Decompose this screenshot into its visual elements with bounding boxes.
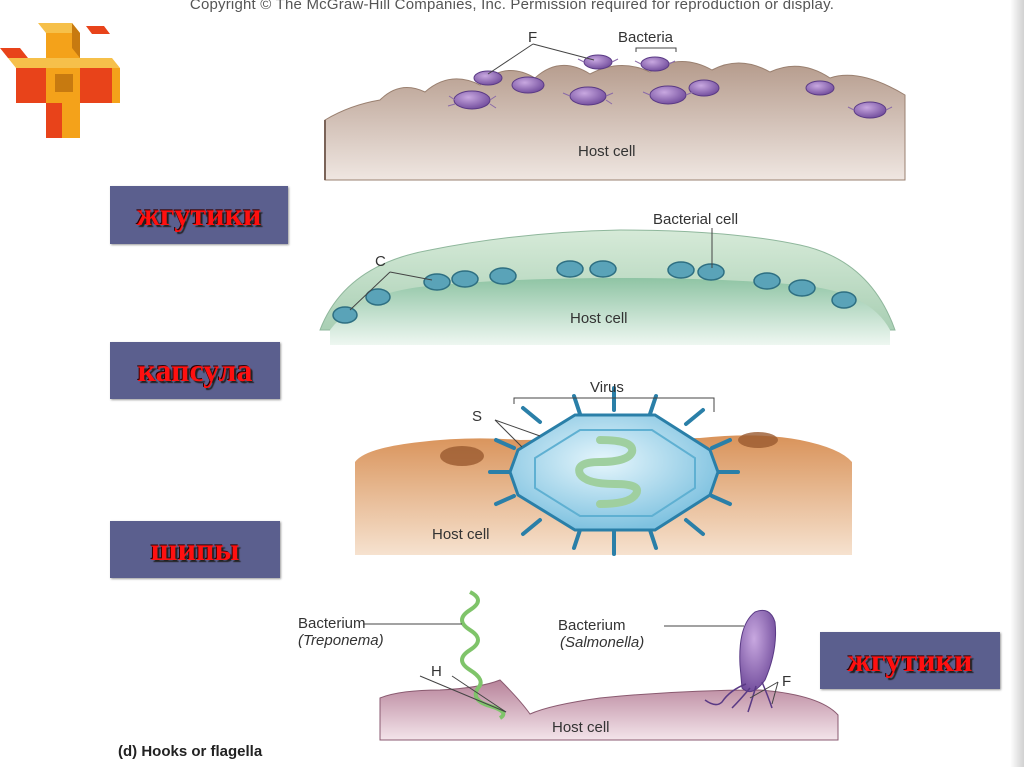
capsule-label: капсула xyxy=(137,352,253,388)
salmonella-species: (Salmonella) xyxy=(560,634,644,651)
host-cell-d xyxy=(379,679,839,741)
host-cell-label-d: Host cell xyxy=(552,719,610,736)
spikes-label-box: шипы xyxy=(110,521,280,578)
virus-capsid xyxy=(508,413,720,532)
panel-a: F Bacteria Host cell xyxy=(324,29,906,181)
flagella-label-bottom: жгутики xyxy=(847,642,973,678)
panel-b: C Bacterial cell Host cell xyxy=(319,211,896,345)
treponema-bacterium xyxy=(460,590,506,720)
flagella-label-box-top: жгутики xyxy=(110,186,288,244)
spikes-label-s: S xyxy=(472,408,482,425)
panel-c: S Virus Host cell xyxy=(355,379,852,556)
logo-cube-cross-icon xyxy=(0,23,120,138)
capsule-label-box: капсула xyxy=(110,342,280,399)
salmonella-flagella xyxy=(704,681,773,713)
host-cell-a xyxy=(324,61,906,181)
salmonella-label: Bacterium xyxy=(558,617,626,634)
copyright-notice: Copyright © The McGraw-Hill Companies, I… xyxy=(189,0,835,13)
treponema-species: (Treponema) xyxy=(298,632,384,649)
page-edge-shadow xyxy=(1010,0,1024,767)
bacteria-label: Bacteria xyxy=(618,29,674,46)
host-cell-label-c: Host cell xyxy=(432,526,490,543)
virus-spikes xyxy=(488,386,740,556)
viral-genome xyxy=(575,436,641,508)
panel-d: Bacterium (Treponema) Bacterium (Salmone… xyxy=(118,590,839,760)
treponema-label: Bacterium xyxy=(298,615,366,632)
hooks-label-h: H xyxy=(431,663,442,680)
host-cell-b xyxy=(330,278,890,345)
panel-d-caption: (d) Hooks or flagella xyxy=(118,743,263,760)
flagella-label-box-bottom: жгутики xyxy=(820,632,1000,689)
salmonella-bacterium xyxy=(739,609,776,693)
host-cell-label-a: Host cell xyxy=(578,143,636,160)
bacteria-cluster xyxy=(453,54,887,119)
host-cell-label-b: Host cell xyxy=(570,310,628,327)
bacterial-cell-label: Bacterial cell xyxy=(653,211,738,228)
flagella-label-f: F xyxy=(782,673,791,690)
spikes-label: шипы xyxy=(150,531,240,567)
capsule-label-c: C xyxy=(375,253,386,270)
fimbriae-label-a: F xyxy=(528,29,537,46)
bacterial-cells xyxy=(332,260,857,324)
virus-label: Virus xyxy=(590,379,624,396)
flagella-label-top: жгутики xyxy=(136,196,262,232)
